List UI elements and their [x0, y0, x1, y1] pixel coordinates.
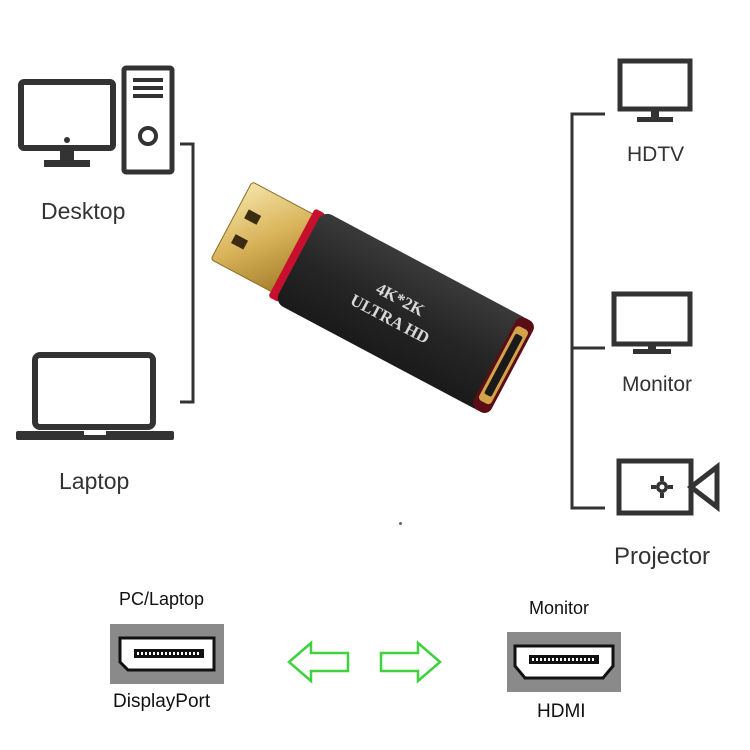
desktop-computer-icon	[18, 65, 175, 175]
projector-label: Projector	[614, 543, 711, 570]
displayport-port-icon	[110, 624, 224, 684]
laptop-icon	[16, 352, 174, 440]
output-bottom-label: HDMI	[537, 701, 586, 722]
hdtv-label: HDTV	[627, 143, 685, 166]
input-bottom-label: DisplayPort	[113, 691, 211, 712]
input-top-label: PC/Laptop	[119, 589, 205, 609]
monitor-label: Monitor	[622, 373, 693, 396]
arrow-left-icon	[287, 640, 350, 684]
dust-speck	[399, 522, 402, 525]
source-bracket	[180, 142, 195, 404]
monitor-icon	[611, 291, 693, 354]
output-top-label: Monitor	[529, 598, 590, 618]
displayport-to-hdmi-adapter: 4K*2K ULTRA HD	[211, 182, 534, 413]
projector-icon	[616, 458, 720, 516]
display-bracket	[570, 112, 605, 510]
laptop-label: Laptop	[59, 468, 130, 494]
hdmi-port-icon	[507, 632, 621, 692]
tv-icon	[617, 58, 693, 122]
arrow-right-icon	[379, 640, 442, 684]
desktop-label: Desktop	[41, 198, 126, 224]
